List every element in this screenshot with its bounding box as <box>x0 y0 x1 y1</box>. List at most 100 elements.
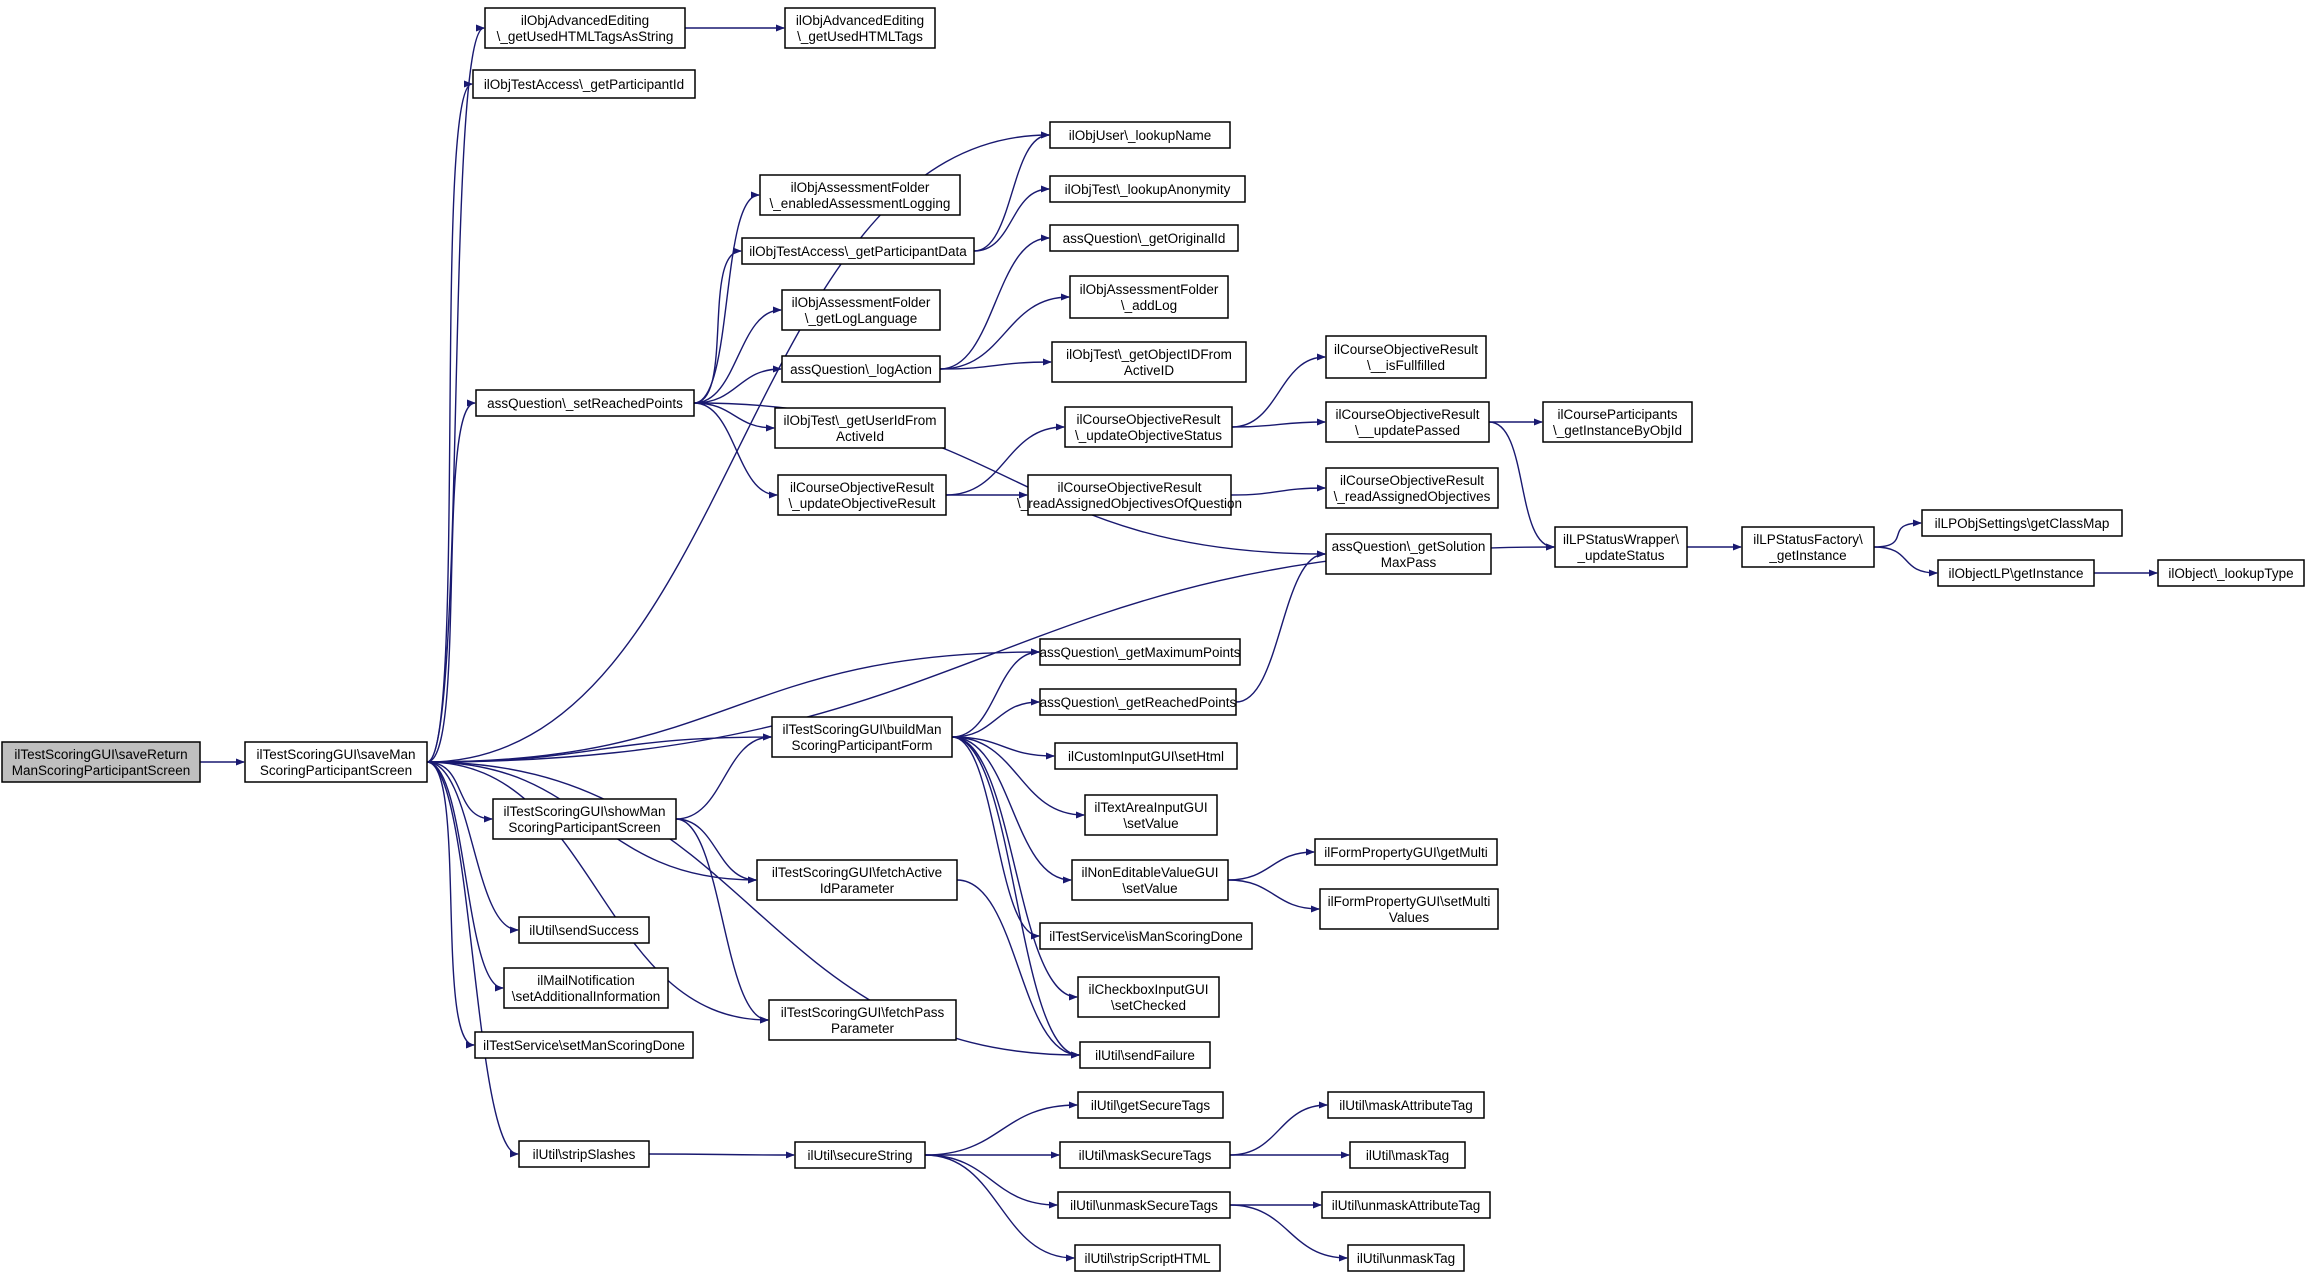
node-label: ilUtil\maskAttributeTag <box>1339 1098 1473 1113</box>
node-strip-script-h-t-m-l[interactable]: ilUtil\stripScriptHTML <box>1074 1244 1221 1272</box>
edge-setReachedPoints-to-updateObjectiveResult <box>693 402 778 499</box>
node-non-editable-set-value[interactable]: ilNonEditableValueGUI\setValue <box>1071 859 1229 901</box>
node-text-area-set-value[interactable]: ilTextAreaInputGUI\setValue <box>1084 794 1218 836</box>
edge-buildForm-to-getReachedPoints <box>951 698 1040 738</box>
node-update-passed[interactable]: ilCourseObjectiveResult\__updatePassed <box>1325 401 1490 443</box>
node-box <box>484 7 686 49</box>
node-get-multi[interactable]: ilFormPropertyGUI\getMulti <box>1314 838 1498 866</box>
node-box <box>518 916 650 944</box>
node-label: ilUtil\maskTag <box>1366 1148 1449 1163</box>
node-send-success[interactable]: ilUtil\sendSuccess <box>518 916 650 944</box>
node-is-fullfilled[interactable]: ilCourseObjectiveResult\__isFullfilled <box>1325 335 1487 379</box>
node-get-class-map[interactable]: ilLPObjSettings\getClassMap <box>1921 509 2123 537</box>
node-get-used-tags[interactable]: ilObjAdvancedEditing\_getUsedHTMLTags <box>784 7 936 49</box>
node-set-reached-points[interactable]: assQuestion\_setReachedPoints <box>475 389 695 417</box>
node-label: ilLPObjSettings\getClassMap <box>1935 516 2110 531</box>
node-label: ilUtil\sendSuccess <box>529 923 639 938</box>
node-box <box>1319 888 1499 930</box>
node-object-l-p-get-instance[interactable]: ilObjectLP\getInstance <box>1937 559 2095 587</box>
node-build-form[interactable]: ilTestScoringGUI\buildManScoringParticip… <box>771 716 953 758</box>
edge-secureString-to-unmaskSecureTags <box>924 1154 1058 1209</box>
node-enabled-logging[interactable]: ilObjAssessmentFolder\_enabledAssessment… <box>759 174 961 216</box>
node-box <box>1049 224 1239 252</box>
node-box <box>1084 794 1218 836</box>
node-mail-set-additional[interactable]: ilMailNotification\setAdditionalInformat… <box>503 967 669 1009</box>
node-get-original-id[interactable]: assQuestion\_getOriginalId <box>1049 224 1239 252</box>
node-lp-get-instance[interactable]: ilLPStatusFactory\_getInstance <box>1741 526 1875 568</box>
node-secure-string[interactable]: ilUtil\secureString <box>794 1141 926 1169</box>
node-get-participant-data[interactable]: ilObjTestAccess\_getParticipantData <box>741 237 975 265</box>
node-update-objective-status[interactable]: ilCourseObjectiveResult\_updateObjective… <box>1064 406 1233 448</box>
node-label: ilUtil\unmaskTag <box>1357 1251 1455 1266</box>
node-update-status[interactable]: ilLPStatusWrapper\_updateStatus <box>1554 526 1688 568</box>
node-box <box>518 1140 650 1168</box>
node-get-secure-tags[interactable]: ilUtil\getSecureTags <box>1077 1091 1224 1119</box>
node-mask-tag[interactable]: ilUtil\maskTag <box>1349 1141 1466 1169</box>
node-lookup-anonymity[interactable]: ilObjTest\_lookupAnonymity <box>1049 175 1246 203</box>
edge-fetchActiveId-to-sendFailure <box>956 879 1080 1059</box>
node-get-participant-id[interactable]: ilObjTestAccess\_getParticipantId <box>472 69 696 99</box>
node-get-instance-by-obj-id[interactable]: ilCourseParticipants\_getInstanceByObjId <box>1542 401 1693 443</box>
node-label: \setValue <box>1122 881 1177 896</box>
node-label: ilObjectLP\getInstance <box>1948 566 2083 581</box>
node-label: ilCourseParticipants <box>1557 407 1677 422</box>
node-strip-slashes[interactable]: ilUtil\stripSlashes <box>518 1140 650 1168</box>
node-box <box>503 967 669 1009</box>
node-label: ActiveID <box>1124 363 1175 378</box>
node-add-log[interactable]: ilObjAssessmentFolder\_addLog <box>1069 275 1229 319</box>
node-get-log-language[interactable]: ilObjAssessmentFolder\_getLogLanguage <box>781 289 941 331</box>
edge-setReachedPoints-to-getParticipantData <box>693 247 742 404</box>
node-log-action[interactable]: assQuestion\_logAction <box>781 355 941 383</box>
node-get-maximum-points[interactable]: assQuestion\_getMaximumPoints <box>1039 638 1241 666</box>
edge-getParticipantData-to-lookupAnonymity <box>973 185 1050 252</box>
node-show-screen[interactable]: ilTestScoringGUI\showManScoringParticipa… <box>492 798 677 840</box>
edge-stripSlashes-to-secureString <box>648 1151 795 1159</box>
node-label: ilUtil\unmaskAttributeTag <box>1332 1198 1481 1213</box>
node-label: ilFormPropertyGUI\getMulti <box>1324 845 1488 860</box>
edge-secureString-to-getSecureTags <box>924 1101 1078 1156</box>
edge-logAction-to-getObjectIDFromActiveID <box>939 358 1052 370</box>
node-lookup-name[interactable]: ilObjUser\_lookupName <box>1049 121 1231 149</box>
node-get-reached-points[interactable]: assQuestion\_getReachedPoints <box>1039 688 1237 716</box>
edge-logAction-to-addLog <box>939 293 1070 370</box>
edge-setReachedPoints-to-logAction <box>693 365 782 404</box>
node-box <box>774 407 946 449</box>
edge-updateObjectiveStatus-to-isFullfilled <box>1231 353 1326 428</box>
node-read-assigned[interactable]: ilCourseObjectiveResult\_readAssignedObj… <box>1325 467 1499 509</box>
edge-buildForm-to-getMaximumPoints <box>951 648 1040 738</box>
node-update-objective-result[interactable]: ilCourseObjectiveResult\_updateObjective… <box>777 474 947 516</box>
node-send-failure[interactable]: ilUtil\sendFailure <box>1079 1041 1211 1069</box>
node-mask-attribute-tag[interactable]: ilUtil\maskAttributeTag <box>1327 1091 1485 1119</box>
node-get-used-as-string[interactable]: ilObjAdvancedEditing\_getUsedHTMLTagsAsS… <box>484 7 686 49</box>
edge-updateObjectiveResult-to-updateObjectiveStatus <box>945 423 1065 496</box>
node-unmask-tag[interactable]: ilUtil\unmaskTag <box>1347 1244 1465 1272</box>
node-save-man[interactable]: ilTestScoringGUI\saveManScoringParticipa… <box>244 741 428 783</box>
node-label: ilCourseObjectiveResult <box>1057 480 1201 495</box>
node-label: ilObjTest\_getObjectIDFrom <box>1066 347 1232 362</box>
node-label: assQuestion\_getOriginalId <box>1063 231 1226 246</box>
node-root[interactable]: ilTestScoringGUI\saveReturnManScoringPar… <box>1 741 201 783</box>
node-checkbox-set-checked[interactable]: ilCheckboxInputGUI\setChecked <box>1077 976 1220 1018</box>
node-label: assQuestion\_getMaximumPoints <box>1039 645 1240 660</box>
node-label: ilMailNotification <box>537 973 635 988</box>
node-set-html[interactable]: ilCustomInputGUI\setHtml <box>1054 742 1238 770</box>
node-box <box>1741 526 1875 568</box>
node-label: ilObjAssessmentFolder <box>792 295 931 310</box>
edge-lpGetInstance-to-getClassMap <box>1873 519 1922 548</box>
node-unmask-attribute-tag[interactable]: ilUtil\unmaskAttributeTag <box>1321 1191 1491 1219</box>
node-is-man-scoring-done[interactable]: ilTestService\isManScoringDone <box>1039 922 1253 950</box>
node-box <box>759 174 961 216</box>
node-box <box>1937 559 2095 587</box>
node-lookup-type[interactable]: ilObject\_lookupType <box>2157 559 2305 587</box>
node-read-assigned-of-question[interactable]: ilCourseObjectiveResult\_readAssignedObj… <box>1017 474 1242 516</box>
node-unmask-secure-tags[interactable]: ilUtil\unmaskSecureTags <box>1057 1191 1231 1219</box>
node-mask-secure-tags[interactable]: ilUtil\maskSecureTags <box>1059 1141 1231 1169</box>
node-set-man-scoring-done[interactable]: ilTestService\setManScoringDone <box>474 1031 694 1059</box>
node-box <box>1071 859 1229 901</box>
